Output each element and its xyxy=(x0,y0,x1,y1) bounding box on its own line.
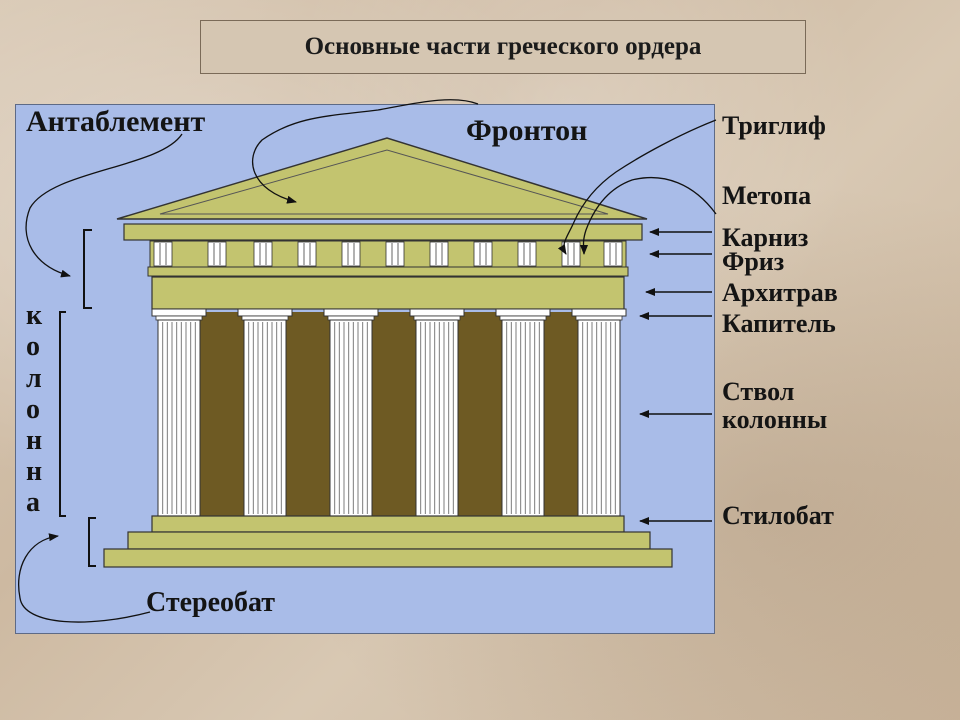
column xyxy=(323,308,379,517)
stereobate-bracket xyxy=(88,517,96,567)
stylobate xyxy=(151,515,625,533)
label-frieze: Фриз xyxy=(722,247,784,276)
column xyxy=(237,308,293,517)
diagram-title: Основные части греческого ордера xyxy=(304,33,702,60)
cornice xyxy=(123,223,643,241)
entablature-pointer xyxy=(25,133,183,278)
column-letter: л xyxy=(26,363,42,394)
triglyph xyxy=(341,241,361,267)
label-shaft-line2: колонны xyxy=(722,405,827,434)
column-letter: о xyxy=(26,394,40,425)
column-group xyxy=(151,308,627,517)
metope-pointer xyxy=(579,176,717,255)
label-entablature: Антаблемент xyxy=(26,105,205,138)
column-capital xyxy=(323,308,379,317)
label-metope: Метопа xyxy=(722,181,811,210)
column xyxy=(151,308,207,517)
step-bottom xyxy=(103,548,673,568)
column-shaft xyxy=(157,319,201,517)
column-shaft xyxy=(243,319,287,517)
column-echinus xyxy=(413,315,461,321)
column-capital xyxy=(571,308,627,317)
triglyph xyxy=(153,241,173,267)
pediment-pointer xyxy=(252,99,479,204)
column-vertical-label: к о л о н н а xyxy=(26,300,43,518)
column-shaft xyxy=(415,319,459,517)
pediment xyxy=(116,137,648,220)
column-shaft xyxy=(577,319,621,517)
architrave xyxy=(151,276,625,310)
triglyph-pointer xyxy=(557,119,717,255)
column-capital xyxy=(495,308,551,317)
column-echinus xyxy=(499,315,547,321)
triglyph xyxy=(207,241,227,267)
column-echinus xyxy=(327,315,375,321)
label-capital: Капитель xyxy=(722,309,836,338)
triglyph xyxy=(473,241,493,267)
column-shaft xyxy=(501,319,545,517)
label-stylobate: Стилобат xyxy=(722,501,834,530)
label-architrave: Архитрав xyxy=(722,278,838,307)
stereobate-pointer xyxy=(18,533,151,623)
column xyxy=(409,308,465,517)
column xyxy=(571,308,627,517)
column-bracket xyxy=(59,311,66,517)
label-stereobate: Стереобат xyxy=(146,587,275,618)
column xyxy=(495,308,551,517)
triglyph xyxy=(253,241,273,267)
label-shaft-line1: Ствол xyxy=(722,377,794,406)
label-triglyph: Триглиф xyxy=(722,111,826,140)
triglyph xyxy=(297,241,317,267)
column-letter: к xyxy=(26,300,43,331)
triglyph-group xyxy=(153,241,623,267)
column-capital xyxy=(151,308,207,317)
column-letter: н xyxy=(26,456,42,487)
column-shaft xyxy=(329,319,373,517)
triglyph xyxy=(517,241,537,267)
step-middle xyxy=(127,531,651,550)
column-echinus xyxy=(241,315,289,321)
entablature-bracket xyxy=(83,229,92,309)
label-pediment: Фронтон xyxy=(466,114,587,147)
frieze xyxy=(149,240,627,268)
triglyph xyxy=(429,241,449,267)
cella-wall xyxy=(160,312,620,516)
column-echinus xyxy=(155,315,203,321)
column-capital xyxy=(409,308,465,317)
column-letter: н xyxy=(26,425,42,456)
triglyph xyxy=(603,241,623,267)
column-letter: а xyxy=(26,487,40,518)
taenia xyxy=(147,266,629,277)
triglyph xyxy=(561,241,581,267)
label-cornice: Карниз xyxy=(722,223,808,252)
triglyph xyxy=(385,241,405,267)
column-letter: о xyxy=(26,331,40,362)
column-capital xyxy=(237,308,293,317)
column-echinus xyxy=(575,315,623,321)
diagram-title-box: Основные части греческого ордера xyxy=(200,20,806,74)
